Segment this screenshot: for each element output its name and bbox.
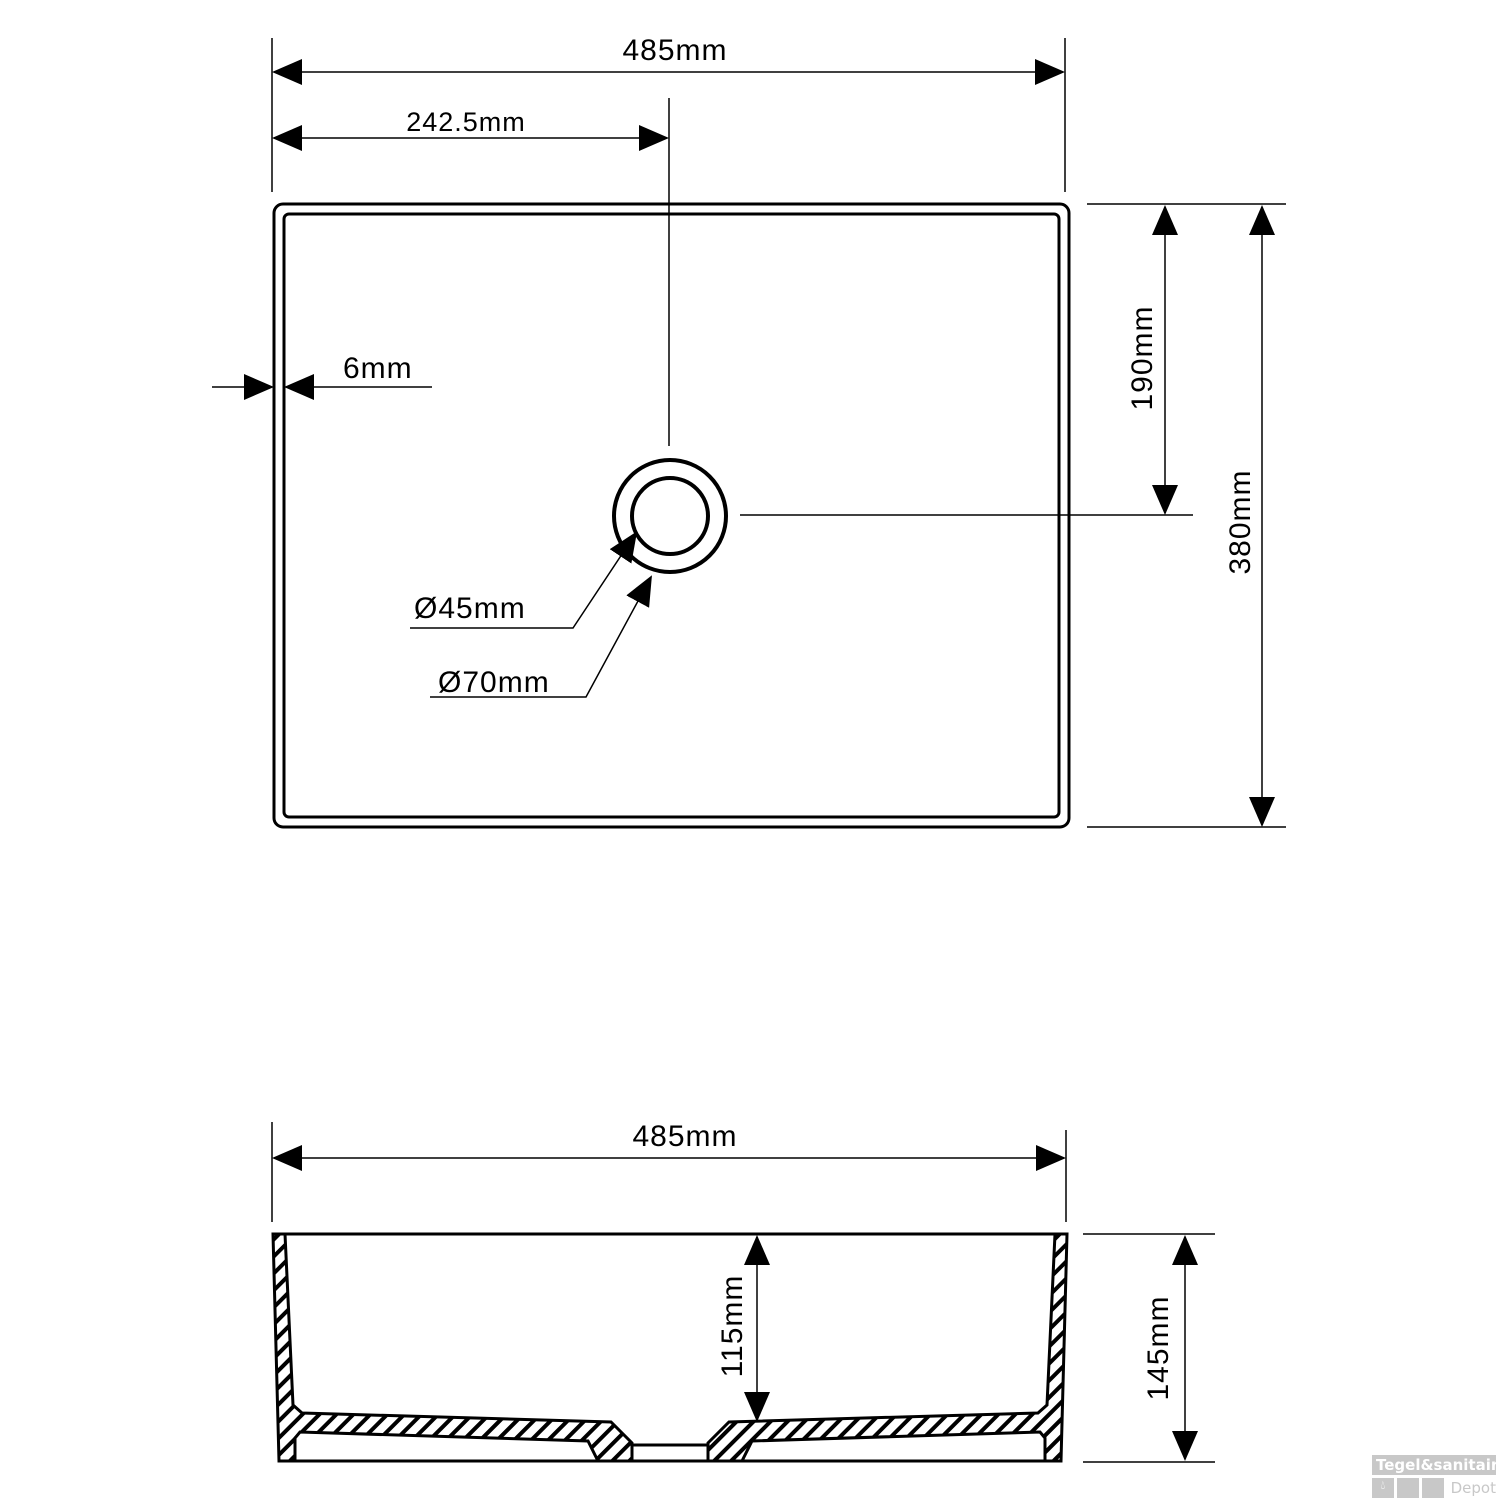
top-view: 485mm 242.5mm 6mm 190mm 380mm Ø45mm Ø70m… <box>212 34 1286 829</box>
section-wall-left <box>271 1232 634 1463</box>
side-width-label: 485mm <box>632 1120 737 1153</box>
depth-label: 380mm <box>1224 469 1257 574</box>
drain-outer-label: Ø70mm <box>438 666 550 699</box>
width-label: 485mm <box>622 34 727 67</box>
section-wall-right <box>706 1232 1069 1463</box>
tile-icon <box>1396 1478 1419 1498</box>
droplet-icon: 💧︎ <box>1372 1478 1394 1498</box>
half-depth-label: 190mm <box>1126 305 1159 410</box>
half-width-label: 242.5mm <box>406 107 526 137</box>
drain-inner-circle <box>630 476 710 556</box>
drain-inner-label: Ø45mm <box>414 592 526 625</box>
watermark-logo: Tegel&sanitair 💧︎ Depot <box>1372 1455 1498 1498</box>
tile-icon <box>1421 1478 1444 1498</box>
drain-outer-leader <box>430 575 652 698</box>
watermark-sub: Depot <box>1450 1479 1496 1497</box>
inner-depth-label: 115mm <box>716 1275 749 1378</box>
side-section-view: 485mm 115mm 145mm <box>271 1120 1215 1463</box>
drain-inner-leader <box>410 531 638 629</box>
rim-label: 6mm <box>343 352 413 385</box>
height-label: 145mm <box>1142 1295 1175 1400</box>
watermark-brand: Tegel&sanitair <box>1372 1455 1498 1475</box>
drain-outer-circle <box>612 458 728 574</box>
